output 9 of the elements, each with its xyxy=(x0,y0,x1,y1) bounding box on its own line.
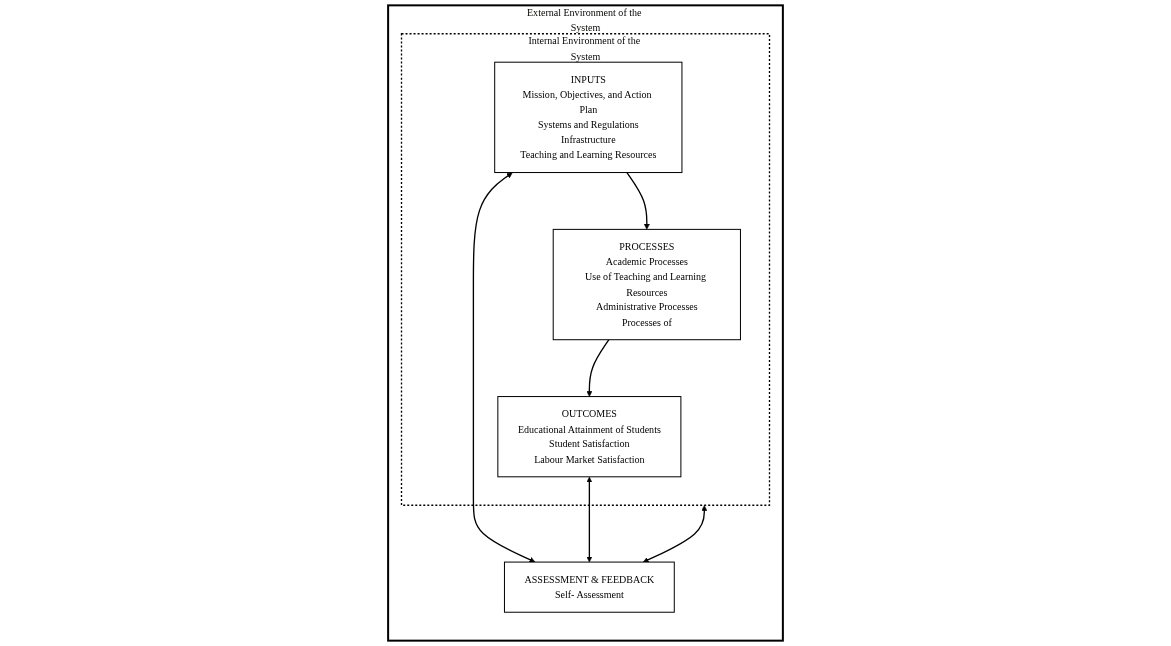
node-box: ASSESSMENT & FEEDBACK Self- Assessment xyxy=(503,561,675,613)
arrow xyxy=(472,172,536,563)
arrow xyxy=(586,476,593,563)
arrow xyxy=(626,171,650,230)
node-box: OUTCOMES Educational Attainment of Students Student Satisfaction Labour Market Satisfaction xyxy=(497,396,682,478)
node-box: INPUTS Mission, Objectives, and Action Plan Systems and Regulations Infrastructure Teaching and Learning Resources xyxy=(494,61,683,174)
node-box: PROCESSES Academic Processes Use of Teaching and Learning Resources Administrative Processes Processes of xyxy=(552,228,741,341)
arrow xyxy=(586,339,610,397)
arrow xyxy=(642,505,708,563)
